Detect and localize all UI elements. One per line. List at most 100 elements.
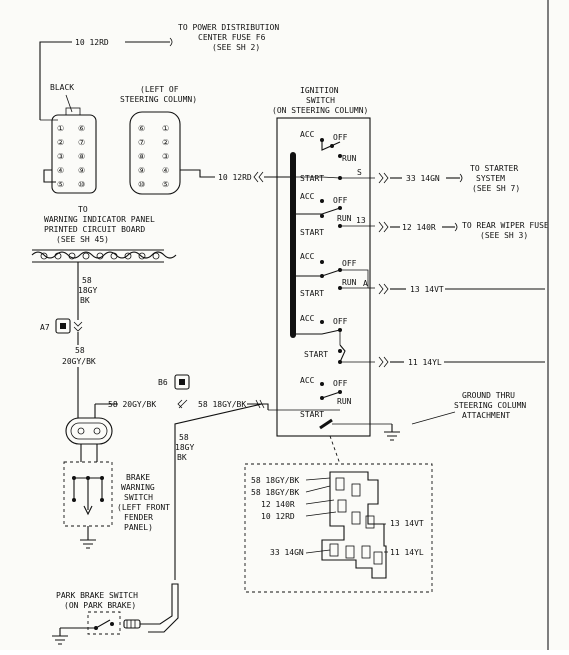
panel-wire-color: BK — [80, 296, 90, 305]
brake-line2: WARNING — [121, 483, 155, 492]
black-pin: ⑧ — [78, 152, 85, 161]
off-label: OFF — [333, 379, 348, 388]
detail-label-3: 12 140R — [261, 500, 295, 509]
b6-wire-left-label: 58 20GY/BK — [108, 400, 156, 409]
b6-wire-num: 58 — [179, 433, 189, 442]
ignition-title-3: (ON STEERING COLUMN) — [272, 106, 368, 115]
power-feed-wire — [39, 41, 72, 120]
acc-label: ACC — [300, 252, 315, 261]
b6-wire-down — [174, 403, 263, 580]
steering-pin: ⑨ — [138, 166, 145, 175]
start-label: START — [300, 410, 324, 419]
starter-bus-link — [296, 176, 375, 179]
brake-line5: FENDER — [124, 513, 153, 522]
park-switch-box — [87, 611, 121, 635]
splice-b6-center — [179, 379, 185, 385]
panel-strip-edges — [32, 249, 164, 263]
detail-leaders — [305, 477, 337, 517]
park-line2: (ON PARK BRAKE) — [64, 601, 136, 610]
a7-wire-num: 58 — [75, 346, 85, 355]
oval-to-switch — [80, 444, 98, 462]
brake-line6: PANEL) — [124, 523, 153, 532]
term-13-label: 13 — [356, 216, 366, 225]
feed-connector-icon — [253, 171, 264, 183]
detail-vt: 13 14VT — [390, 519, 424, 528]
steering-pin: ⑧ — [138, 152, 145, 161]
brake-switch-box — [63, 461, 113, 527]
run-label: RUN — [342, 278, 357, 287]
starter-connector-icon — [378, 172, 389, 184]
ground-icon — [384, 431, 400, 441]
b6-wire-color: BK — [177, 453, 187, 462]
a-connector-icon — [378, 283, 389, 295]
yl-wire-label: 11 14YL — [408, 358, 442, 367]
splice-a7-icon — [55, 318, 71, 334]
steering-pin: ⑦ — [138, 138, 145, 147]
a-contact — [296, 269, 341, 277]
run-label: RUN — [337, 214, 352, 223]
detail-box — [244, 463, 433, 593]
steering-pin: ④ — [162, 166, 169, 175]
brake-line4: (LEFT FRONT — [117, 503, 170, 512]
steering-pin: ② — [162, 138, 169, 147]
start-label: START — [300, 289, 324, 298]
off-label: OFF — [333, 196, 348, 205]
black-pin: ③ — [57, 152, 64, 161]
panel-wire-gauge: 18GY — [78, 286, 97, 295]
detail-label-4: 10 12RD — [261, 512, 295, 521]
black-leader — [65, 94, 73, 113]
park-ground-icon — [52, 628, 68, 645]
brake-ground-icon — [80, 539, 96, 549]
ignition-switch-box — [276, 117, 371, 437]
wiper-dest-2: (SEE SH 3) — [480, 231, 528, 240]
detail-connector-cavities — [329, 477, 383, 565]
splice-b6-icon — [174, 374, 190, 390]
starter-contact — [321, 140, 341, 151]
brake-switch-lines — [73, 477, 103, 510]
panel-pins — [40, 252, 160, 260]
panel-line1: TO — [78, 205, 88, 214]
wiper-wire-label: 12 140R — [402, 223, 436, 232]
power-dest-line1: TO POWER DISTRIBUTION — [178, 23, 279, 32]
black-pin: ② — [57, 138, 64, 147]
term-a-label: A — [363, 279, 368, 288]
steering-pin: ⑤ — [162, 180, 169, 189]
wiper-dest-1: TO REAR WIPER FUSE — [462, 221, 549, 230]
a7-wire-label: 20GY/BK — [62, 357, 96, 366]
steering-connector-label-1: (LEFT OF — [140, 85, 179, 94]
park-switch-contact — [60, 619, 111, 629]
brake-contact — [321, 391, 341, 399]
park-plunger-ribs — [126, 620, 136, 628]
switch-section-starter: ACC OFF RUN START S — [296, 130, 375, 183]
switch-section-wiper: ACC OFF RUN START 13 — [296, 192, 375, 237]
brake-switch-contacts — [72, 476, 104, 516]
steering-connector-label-2: STEERING COLUMN) — [120, 95, 197, 104]
b6-wire-left-start — [94, 403, 118, 410]
starter-arrow-icon — [459, 173, 463, 183]
off-label: OFF — [333, 317, 348, 326]
black-connector-label: BLACK — [50, 83, 74, 92]
ground-line1: GROUND THRU — [462, 391, 515, 400]
ground-line2: STEERING COLUMN — [454, 401, 526, 410]
black-pin: ⑥ — [78, 124, 85, 133]
black-pin: ⑨ — [78, 166, 85, 175]
acc-label: ACC — [300, 314, 315, 323]
starter-dest-2: SYSTEM — [476, 174, 505, 183]
panel-line2: WARNING INDICATOR PANEL — [44, 215, 155, 224]
run-label: RUN — [337, 397, 352, 406]
park-switch-body — [140, 583, 179, 633]
run-label: RUN — [342, 154, 357, 163]
steering-pin: ⑩ — [138, 180, 145, 189]
brake-line1: BRAKE — [126, 473, 150, 482]
black-pin: ⑤ — [57, 180, 64, 189]
ignition-title-2: SWITCH — [306, 96, 335, 105]
detail-gn: 33 14GN — [270, 548, 304, 557]
detail-gn-leader — [305, 549, 331, 554]
power-dest-line3: (SEE SH 2) — [212, 43, 260, 52]
switch-section-a: ACC OFF RUN START A — [296, 252, 375, 298]
black-pin: ⑩ — [78, 180, 85, 189]
detail-connector-outline — [321, 471, 387, 579]
wiper-contact — [296, 207, 341, 215]
